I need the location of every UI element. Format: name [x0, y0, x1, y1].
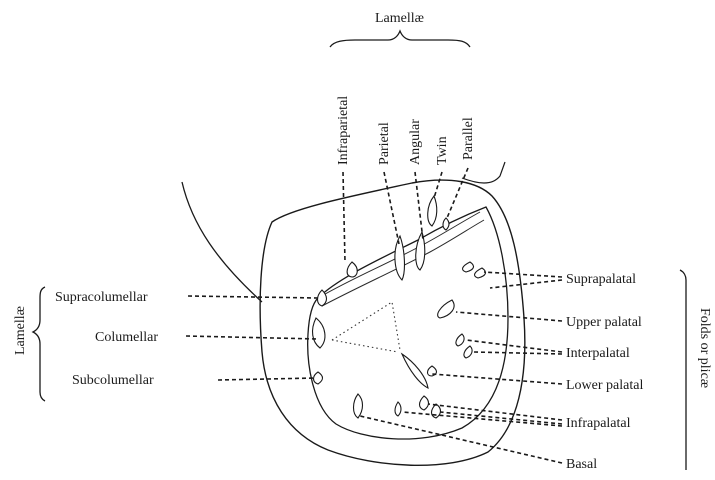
- lamellae-left-title: Lamellæ: [13, 306, 28, 355]
- leader-infraparietal: [343, 172, 345, 262]
- label-infrapalatal: Infrapalatal: [566, 416, 631, 431]
- aperture-teeth: [313, 196, 486, 418]
- leader-upper-palatal: [456, 312, 562, 321]
- leader-interpalatal-a: [466, 340, 562, 352]
- label-interpalatal: Interpalatal: [566, 346, 630, 361]
- leader-suprapalatal-a: [484, 272, 562, 277]
- left-bracket: [33, 287, 45, 401]
- top-lamellae-group: Lamellæ Infraparietal Parietal Angular T…: [330, 11, 476, 262]
- leader-infrapalatal-b: [440, 412, 562, 424]
- label-parallel: Parallel: [461, 117, 476, 160]
- leader-interpalatal-b: [474, 352, 562, 354]
- right-bracket: [680, 270, 686, 470]
- leader-columellar: [186, 336, 318, 339]
- internal-axis-lines: [332, 302, 400, 352]
- label-twin: Twin: [435, 136, 450, 165]
- leader-suprapalatal-b: [490, 280, 562, 288]
- label-angular: Angular: [408, 119, 423, 165]
- label-parietal: Parietal: [377, 122, 392, 165]
- label-upper-palatal: Upper palatal: [566, 315, 642, 330]
- leader-parallel: [447, 168, 468, 218]
- label-columellar: Columellar: [95, 330, 158, 345]
- label-folds-or-plicae: Folds or plicæ: [697, 308, 712, 388]
- leader-supracolumellar: [188, 296, 318, 298]
- label-supracolumellar: Supracolumellar: [55, 290, 148, 305]
- label-subcolumellar: Subcolumellar: [72, 373, 154, 388]
- top-bracket: [330, 31, 470, 47]
- lamellae-top-title: Lamellæ: [375, 11, 424, 26]
- left-lamellae-group: Lamellæ Supracolumellar Columellar Subco…: [13, 287, 318, 401]
- label-infraparietal: Infraparietal: [336, 96, 351, 165]
- leader-twin: [434, 172, 442, 198]
- leader-parietal: [384, 172, 399, 244]
- label-basal: Basal: [566, 457, 597, 472]
- label-suprapalatal: Suprapalatal: [566, 272, 636, 287]
- leader-infrapalatal-c: [402, 412, 562, 426]
- shell-outline: [182, 162, 525, 465]
- leader-lower-palatal: [432, 374, 562, 384]
- label-lower-palatal: Lower palatal: [566, 378, 643, 393]
